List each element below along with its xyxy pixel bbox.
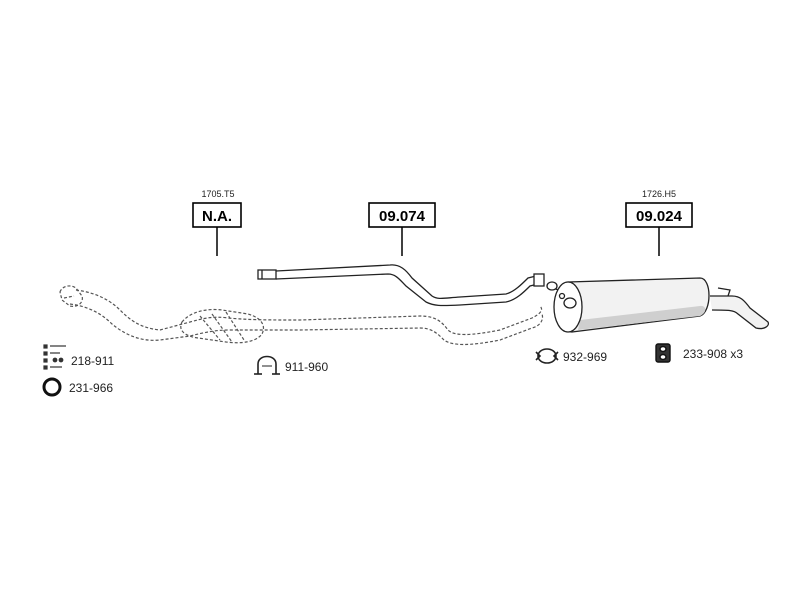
callout-front-label: N.A.: [202, 208, 232, 225]
gasket-ring-icon: [42, 377, 62, 397]
u-clamp-icon: [254, 355, 280, 375]
rear-muffler: [546, 277, 770, 333]
part-clamp-front-code: 911-960: [285, 360, 328, 374]
callout-middle-label: 09.074: [379, 208, 426, 225]
callout-rear-label: 09.024: [636, 208, 683, 225]
callout-middle[interactable]: 09.074: [368, 202, 436, 256]
callout-middle-box: [368, 202, 436, 228]
part-rubber-mount[interactable]: 233-908 x3: [655, 343, 743, 363]
callout-front[interactable]: 1705.T5 N.A.: [192, 189, 242, 256]
callout-rear-box: [625, 202, 693, 228]
part-gasket-code: 231-966: [69, 381, 113, 395]
bolt-kit-icon: [43, 344, 66, 370]
part-clamp-front[interactable]: 911-960: [254, 355, 328, 375]
part-bolt-kit[interactable]: 218-911: [43, 344, 114, 370]
rubber-mount-icon: [655, 343, 671, 363]
part-clamp-rear-code: 932-969: [563, 350, 607, 364]
part-rubber-mount-code: 233-908 x3: [683, 347, 743, 361]
front-pipe-dashed: [59, 285, 544, 346]
callout-front-code: 1705.T5: [201, 189, 234, 199]
pipe-clamp-icon: [535, 348, 559, 364]
part-clamp-rear[interactable]: 932-969: [535, 348, 607, 364]
callout-rear[interactable]: 1726.H5 09.024: [625, 189, 693, 256]
middle-pipe: [257, 264, 545, 307]
callout-rear-code: 1726.H5: [642, 189, 676, 199]
part-bolt-kit-code: 218-911: [71, 354, 114, 368]
part-gasket[interactable]: 231-966: [42, 377, 113, 397]
